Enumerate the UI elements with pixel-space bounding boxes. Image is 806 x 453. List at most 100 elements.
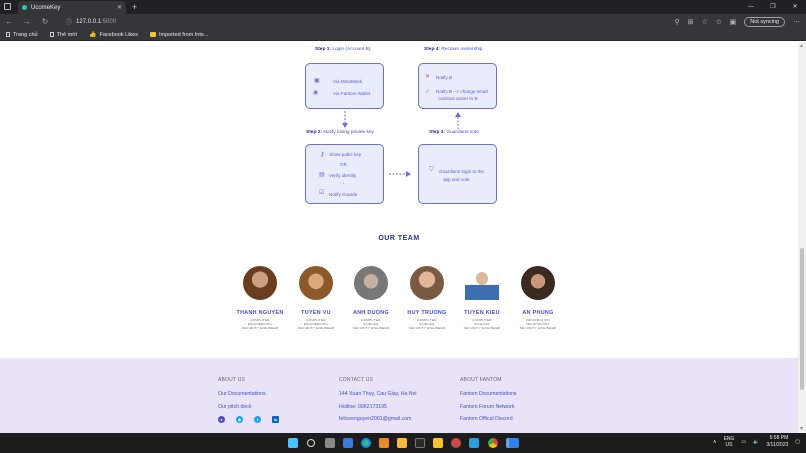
bookmark-home[interactable]: Trang chủ [6, 32, 38, 38]
member-photo [299, 266, 333, 300]
step4-change-text-2: contract owner to B [438, 96, 478, 101]
metamask-icon: ▣ [314, 78, 320, 84]
minimize-button[interactable]: — [748, 4, 754, 10]
footer-heading: ABOUT FANTOM [460, 377, 502, 383]
member-name: ANH DUONG [353, 310, 389, 316]
browser-tab[interactable]: UcomeKey ✕ [18, 1, 126, 14]
member-name: TUYEN VU [301, 310, 331, 316]
bookmark-facebook-likes[interactable]: 👍Facebook Likes [88, 31, 138, 39]
bookmark-new-tab[interactable]: Thẻ mới [49, 32, 77, 38]
step3-label: Step 3: Guardians vote [429, 130, 479, 135]
network-icon[interactable]: ▭ [741, 439, 747, 445]
edge-icon[interactable] [361, 438, 371, 448]
step1-metamask-text: Via MetaMask [333, 79, 363, 84]
bookmark-imported-folder[interactable]: Imported from Inte... [150, 32, 209, 38]
chrome-icon[interactable] [488, 438, 498, 448]
volume-icon[interactable]: 🔈 [753, 439, 760, 445]
favorites-icon[interactable]: ✩ [715, 18, 722, 26]
translate-icon[interactable]: ⊞ [687, 18, 694, 26]
store-icon[interactable] [397, 438, 407, 448]
shield-icon: ⛉ [429, 167, 434, 173]
more-icon[interactable]: ⋯ [793, 18, 800, 26]
arrow-down-small: ↓ [342, 180, 345, 185]
close-tab-icon[interactable]: ✕ [116, 5, 122, 11]
step1-label: Step 1: Login (Account B) [315, 47, 371, 52]
favorite-icon[interactable]: ☆ [701, 18, 708, 26]
maximize-button[interactable]: ❐ [770, 4, 776, 10]
footer-email[interactable]: feliceenguyen2001@gmail.com [339, 416, 412, 422]
widgets-icon[interactable] [343, 438, 353, 448]
member-name: THANH NGUYEN [236, 310, 284, 316]
zoom-icon[interactable]: ⚲ [674, 18, 680, 26]
sync-button[interactable]: Not syncing [744, 16, 785, 27]
scroll-up-icon[interactable]: ▲ [799, 43, 804, 49]
tab-title: UcomeKey [31, 4, 61, 11]
start-icon[interactable] [288, 438, 298, 448]
footer-about-us: ABOUT US Our Documentations Our pitch de… [218, 377, 279, 423]
terminal-icon[interactable] [415, 438, 425, 448]
fantom-icon[interactable]: ◆ [236, 416, 243, 423]
back-button[interactable]: ← [5, 17, 13, 26]
file-explorer-icon[interactable] [433, 438, 443, 448]
reload-button[interactable]: ↻ [41, 17, 49, 26]
app-blue-icon[interactable] [469, 438, 479, 448]
footer-link-fantom-discord[interactable]: Fantom Offical Discord [460, 416, 513, 422]
page-scrollbar[interactable]: ▲ ▼ [798, 42, 806, 433]
step2-label: Step 2: Notify losing private key [306, 130, 374, 135]
step4-change-text-1: Notify B --> change smart [436, 89, 489, 94]
scroll-down-icon[interactable]: ▼ [799, 426, 804, 432]
footer-link-pitch-deck[interactable]: Our pitch deck [218, 403, 252, 410]
step4-box: ✕ Notify B ✓ Notify B --> change smart c… [418, 63, 497, 109]
chevron-up-icon[interactable]: ∧ [712, 439, 717, 445]
tab-actions-icon[interactable] [4, 3, 11, 10]
footer-link-documentations[interactable]: Our Documentations [218, 391, 266, 397]
window-controls: — ❐ ✕ [740, 0, 806, 14]
forward-button[interactable]: → [23, 17, 31, 26]
notification-icon[interactable]: ▢ [795, 439, 800, 445]
github-icon[interactable]: ● [218, 416, 225, 423]
footer-about-fantom: ABOUT FANTOM Fantom Documentations Fanto… [460, 377, 517, 429]
footer-link-fantom-docs[interactable]: Fantom Documentations [460, 391, 517, 397]
browser-toolbar: ← → ↻ ⓘ 127.0.0.1:5000 ⚲ ⊞ ☆ ✩ ▣ Not syn… [0, 14, 806, 29]
member-photo [243, 266, 277, 300]
vscode-icon[interactable] [509, 438, 519, 448]
address-bar[interactable]: ⓘ 127.0.0.1:5000 [62, 15, 722, 28]
step3-line1: Guardians login to the [439, 169, 484, 174]
browser-tab-bar: UcomeKey ✕ + — ❐ ✕ [0, 0, 806, 14]
arrow-right [389, 171, 411, 177]
url-text[interactable]: 127.0.0.1:5000 [76, 18, 117, 25]
fantom-wallet-icon: ◉ [313, 90, 319, 96]
app-orange-icon[interactable] [379, 438, 389, 448]
scrollbar-thumb[interactable] [800, 248, 804, 390]
collections-icon[interactable]: ▣ [729, 18, 737, 26]
task-view-icon[interactable] [325, 438, 335, 448]
search-icon[interactable] [307, 439, 315, 447]
step2-or-text: OR [340, 162, 347, 167]
close-window-button[interactable]: ✕ [792, 4, 798, 10]
step4-notify-text: Notify B [436, 75, 453, 80]
like-icon: 👍 [88, 32, 97, 38]
site-info-icon[interactable]: ⓘ [66, 20, 73, 26]
footer-link-fantom-forum[interactable]: Fantom Forum Network [460, 403, 515, 410]
step2-verify-text: Verify identity [329, 173, 357, 178]
new-tab-button[interactable]: + [132, 2, 138, 12]
member-name: TUYEN KIEU [464, 310, 500, 316]
member-photo [410, 266, 444, 300]
team-title: OUR TEAM [378, 235, 420, 242]
twitter-icon[interactable]: t [254, 416, 261, 423]
app-red-icon[interactable] [451, 438, 461, 448]
linkedin-icon[interactable]: in [272, 416, 279, 423]
